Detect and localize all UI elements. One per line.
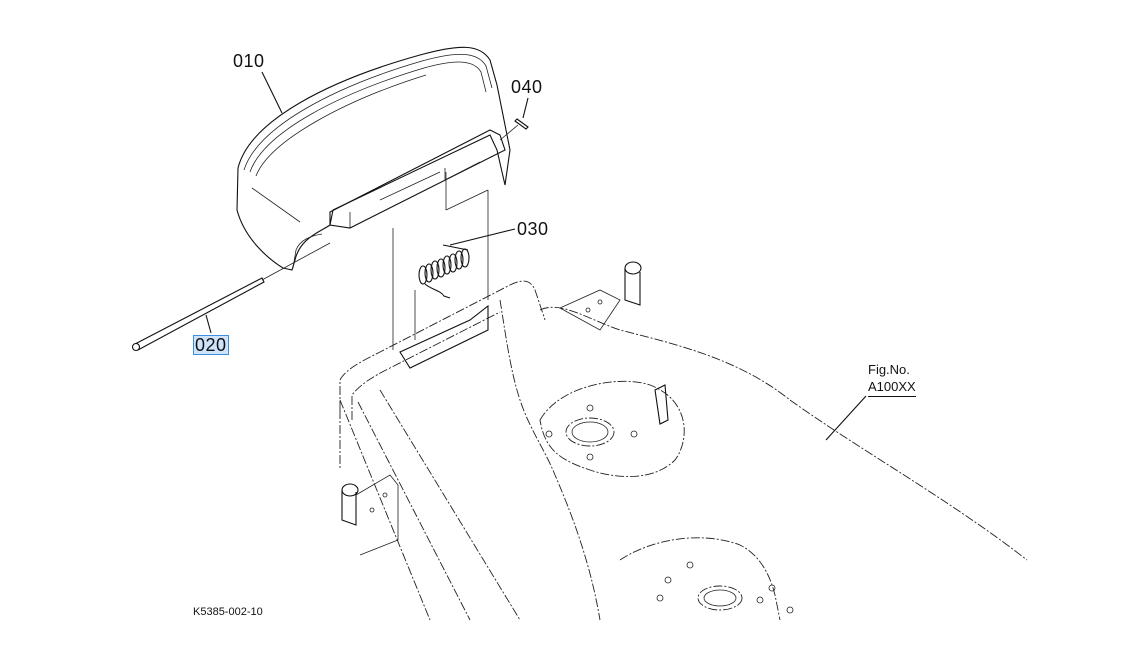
figure-prefix: Fig.No. xyxy=(868,362,910,377)
figure-code[interactable]: A100XX xyxy=(868,379,916,397)
callout-020[interactable]: 020 xyxy=(193,335,229,355)
figure-reference: Fig.No. A100XX xyxy=(868,362,916,397)
pin-part-020[interactable] xyxy=(131,242,331,352)
callout-040[interactable]: 040 xyxy=(511,77,543,97)
leader-fig xyxy=(825,395,867,441)
spring-part-030[interactable] xyxy=(392,172,489,350)
callout-030[interactable]: 030 xyxy=(517,219,549,239)
callout-010[interactable]: 010 xyxy=(233,51,265,71)
leader-030 xyxy=(449,228,516,246)
clip-part-040[interactable] xyxy=(499,118,529,141)
cover-part-010[interactable] xyxy=(236,46,511,271)
frame-body xyxy=(339,261,1028,621)
leader-010 xyxy=(261,71,283,114)
drawing-id: K5385-002-10 xyxy=(193,606,263,618)
leader-020 xyxy=(205,314,212,334)
leader-040 xyxy=(522,97,529,119)
